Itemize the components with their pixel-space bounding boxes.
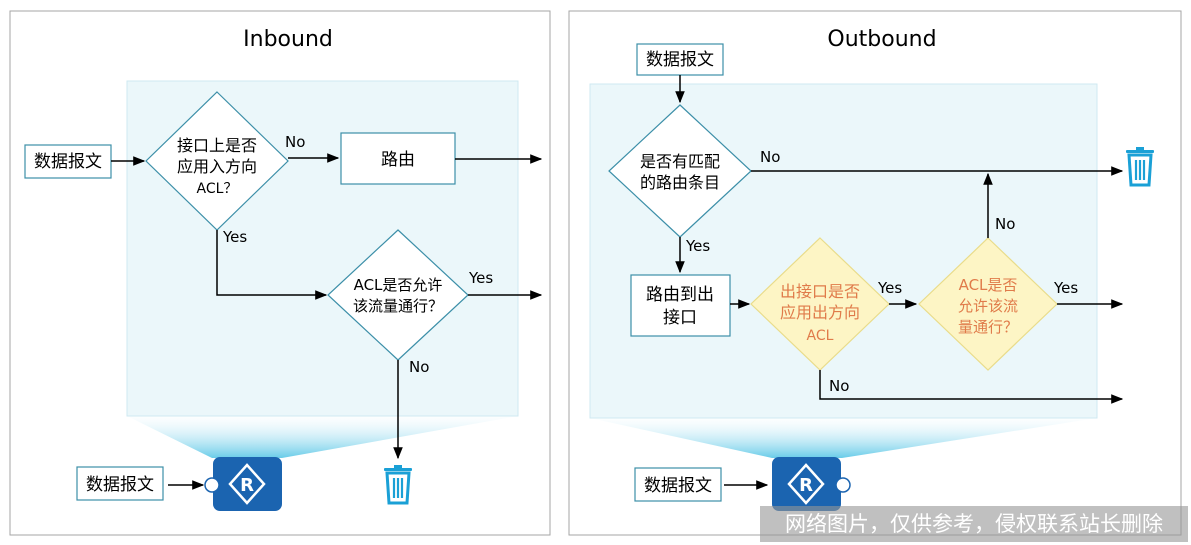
router-icon: R xyxy=(772,457,851,511)
outbound-label-yes-1: Yes xyxy=(685,237,710,255)
outbound-bottom-packet-box xyxy=(634,467,722,502)
inbound-label-yes-2: Yes xyxy=(468,269,493,287)
inbound-router-label: R xyxy=(240,475,254,496)
outbound-arrow-no-2 xyxy=(819,370,1124,404)
inbound-route-box xyxy=(340,132,456,185)
outbound-label-yes-3: Yes xyxy=(1053,279,1078,297)
inbound-beam xyxy=(127,416,518,458)
inbound-decision-acl-permit-line1: ACL是否允许 xyxy=(354,276,443,294)
inbound-bottom-packet-label: 数据报文 xyxy=(86,475,154,495)
inbound-decision-acl-applied-line2: 应用入方向 xyxy=(177,157,257,176)
trash-icon xyxy=(1126,147,1154,187)
outbound-decision-out-acl-line2: 应用出方向 xyxy=(780,303,860,322)
inbound-title: Inbound xyxy=(243,27,333,52)
outbound-decision-acl-permit-line2: 允许该流 xyxy=(958,297,1018,315)
outbound-packet-box xyxy=(636,43,724,76)
outbound-decision-acl-permit-line1: ACL是否 xyxy=(959,276,1018,294)
outbound-beam xyxy=(590,418,1097,458)
outbound-route-to-out-line1: 路由到出 xyxy=(646,285,714,305)
outbound-label-no-2: No xyxy=(829,377,849,395)
inbound-decision-acl-applied-line3: ACL？ xyxy=(197,181,238,197)
outbound-route-to-out-box xyxy=(630,274,731,337)
trash-icon xyxy=(384,465,412,505)
outbound-label-no-3: No xyxy=(995,215,1015,233)
outbound-decision-out-acl-line1: 出接口是否 xyxy=(780,282,860,301)
inbound-packet-label: 数据报文 xyxy=(34,152,102,172)
outbound-decision-acl-permit xyxy=(918,237,1058,371)
outbound-title: Outbound xyxy=(827,27,936,52)
outbound-bottom-packet-label: 数据报文 xyxy=(644,476,712,496)
inbound-decision-acl-permit-line2: 该流量通行？ xyxy=(353,297,443,315)
inbound-decision-acl-applied-line1: 接口上是否 xyxy=(177,136,257,155)
outbound-label-no-1: No xyxy=(760,148,780,166)
outbound-route-to-out-line2: 接口 xyxy=(663,308,697,328)
watermark: 网络图片，仅供参考，侵权联系站长删除 xyxy=(760,506,1188,542)
inbound-label-no-1: No xyxy=(285,133,305,151)
inbound-label-no-2: No xyxy=(409,358,429,376)
inbound-arrow-yes-1 xyxy=(216,230,328,300)
router-icon: R xyxy=(204,457,282,511)
inbound-bottom-packet-box xyxy=(76,466,164,501)
outbound-decision-route-match-line2: 的路由条目 xyxy=(640,173,720,192)
inbound-route-label: 路由 xyxy=(381,150,415,170)
outbound-packet-label: 数据报文 xyxy=(646,50,714,70)
outbound-decision-route-match-line1: 是否有匹配 xyxy=(640,152,720,171)
outbound-decision-acl-permit-line3: 量通行？ xyxy=(958,318,1018,336)
outbound-decision-out-acl-line3: ACL xyxy=(807,328,834,344)
outbound-label-yes-2: Yes xyxy=(877,279,902,297)
outbound-router-label: R xyxy=(799,475,813,496)
inbound-label-yes-1: Yes xyxy=(222,228,247,246)
